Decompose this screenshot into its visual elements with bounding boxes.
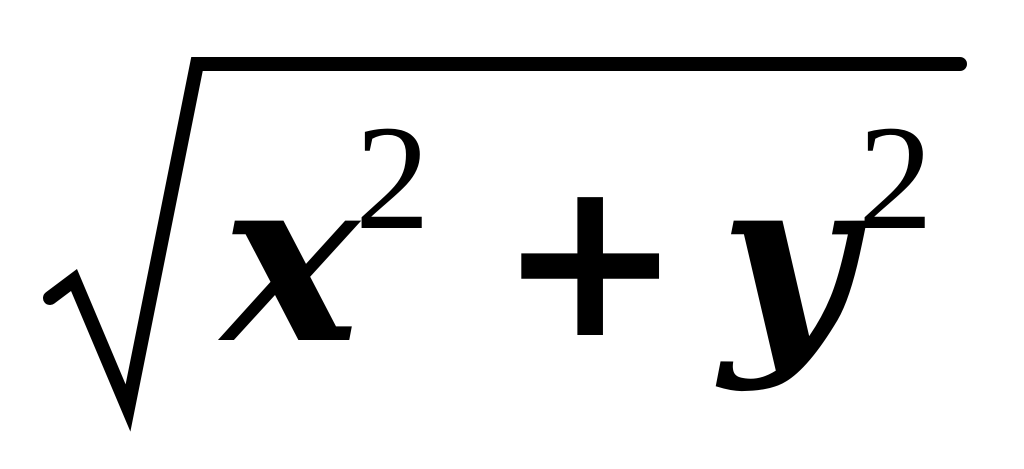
radical-sign bbox=[43, 57, 967, 432]
exponent-x: 2 bbox=[355, 95, 430, 261]
exponent-y: 2 bbox=[858, 95, 933, 261]
base-x: x bbox=[217, 125, 362, 395]
plus-operator: + bbox=[498, 131, 682, 387]
base-y: y bbox=[715, 125, 867, 395]
